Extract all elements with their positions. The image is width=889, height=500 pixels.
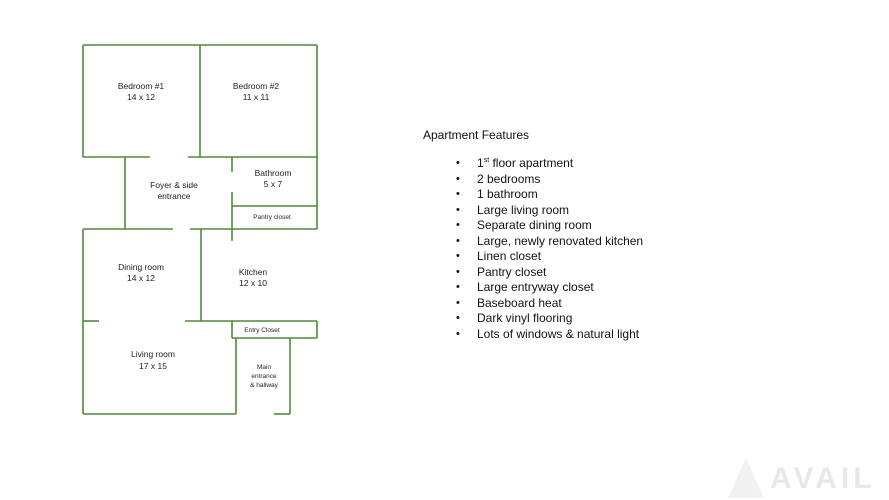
- bullet-icon: •: [456, 234, 460, 247]
- feature-item: • Dark vinyl flooring: [423, 311, 753, 327]
- feature-superscript: st: [483, 157, 490, 164]
- bullet-icon: •: [456, 296, 460, 309]
- feature-text: Lots of windows & natural light: [477, 326, 640, 341]
- bullet-icon: •: [456, 312, 460, 324]
- bullet-icon: •: [456, 327, 460, 340]
- feature-item: • Large living room: [423, 203, 753, 219]
- room-label-foyer: Foyer & side: [150, 180, 198, 190]
- feature-item: • Pantry closet: [423, 265, 753, 281]
- feature-item: • Large entryway closet: [423, 280, 753, 296]
- feature-text: 1: [477, 156, 484, 170]
- room-label-bedroom2: Bedroom #2: [233, 81, 280, 91]
- room-size-bathroom: 5 x 7: [264, 179, 283, 189]
- feature-text: Large living room: [477, 202, 570, 217]
- feature-text: 2 bedrooms: [477, 171, 541, 186]
- room-size-bedroom1: 14 x 12: [127, 92, 155, 102]
- feature-item: • Lots of windows & natural light: [423, 327, 753, 343]
- room-label-main-entrance-2: entrance: [251, 373, 277, 380]
- feature-item: • Large, newly renovated kitchen: [423, 234, 753, 250]
- room-size-kitchen: 12 x 10: [239, 278, 267, 288]
- feature-item: • Separate dining room: [423, 218, 753, 234]
- room-size-living: 17 x 15: [139, 361, 167, 371]
- bullet-icon: •: [456, 250, 460, 262]
- watermark-text: AVAIL: [770, 462, 876, 495]
- room-label-bathroom: Bathroom: [255, 168, 292, 178]
- bullet-icon: •: [456, 157, 460, 169]
- bullet-icon: •: [456, 203, 460, 216]
- feature-item: • 1 bathroom: [423, 187, 753, 203]
- feature-text: Dark vinyl flooring: [477, 311, 573, 325]
- feature-text: Pantry closet: [477, 264, 547, 279]
- floor-plan-walls: [82, 44, 318, 415]
- feature-text: Large entryway closet: [477, 280, 594, 294]
- room-label-entry-closet: Entry Closet: [244, 327, 280, 334]
- feature-text: 1 bathroom: [477, 187, 538, 201]
- feature-text: Large, newly renovated kitchen: [477, 233, 644, 248]
- room-label-foyer-2: entrance: [157, 191, 190, 201]
- bullet-icon: •: [456, 219, 460, 231]
- feature-item: • Baseboard heat: [423, 296, 753, 312]
- bullet-icon: •: [456, 188, 460, 200]
- features-title: Apartment Features: [423, 128, 530, 142]
- floor-plan: Bedroom #1 14 x 12 Bedroom #2 11 x 11 Fo…: [82, 44, 318, 415]
- feature-text: Linen closet: [477, 249, 542, 263]
- bullet-icon: •: [456, 172, 460, 185]
- room-label-dining: Dining room: [118, 262, 164, 272]
- avail-triangle-icon: [728, 458, 764, 498]
- apartment-features: Apartment Features •1st floor apartment•…: [423, 128, 753, 342]
- features-list: • 1st floor apartment • 2 bedrooms • 1 bathro…: [423, 156, 753, 342]
- room-size-dining: 14 x 12: [127, 273, 155, 283]
- room-label-pantry: Pantry closet: [253, 214, 291, 221]
- room-label-bedroom1: Bedroom #1: [118, 81, 165, 91]
- feature-text: Separate dining room: [477, 218, 592, 232]
- avail-watermark: AVAIL: [728, 458, 889, 500]
- feature-text: Baseboard heat: [477, 295, 562, 310]
- room-label-main-entrance: Main: [257, 364, 271, 371]
- feature-item: • 1st floor apartment: [423, 156, 753, 172]
- feature-item: • 2 bedrooms: [423, 172, 753, 188]
- bullet-icon: •: [456, 265, 460, 278]
- room-label-kitchen: Kitchen: [239, 267, 268, 277]
- room-label-living: Living room: [131, 349, 175, 359]
- room-label-main-entrance-3: & hallway: [250, 382, 279, 389]
- feature-text-suffix: floor apartment: [489, 156, 574, 170]
- bullet-icon: •: [456, 281, 460, 293]
- room-size-bedroom2: 11 x 11: [243, 92, 270, 102]
- feature-item: • Linen closet: [423, 249, 753, 265]
